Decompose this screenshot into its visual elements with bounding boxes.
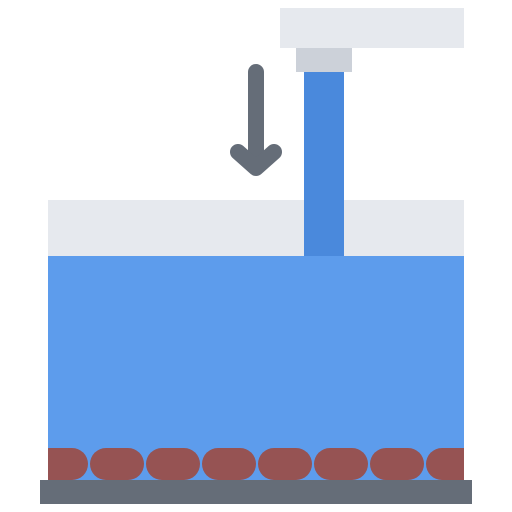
faucet-nozzle	[296, 48, 352, 72]
sediment-segment	[90, 448, 144, 480]
tank-upper-wall	[48, 200, 464, 256]
faucet-bar	[280, 8, 464, 48]
sediment-segment	[202, 448, 256, 480]
sediment-segment	[48, 448, 88, 480]
sediment-segment	[314, 448, 368, 480]
water-body	[48, 256, 464, 480]
sediment-segment	[426, 448, 464, 480]
sediment-layer	[48, 448, 464, 480]
sediment-segment	[370, 448, 424, 480]
down-arrow-icon	[230, 64, 282, 176]
sediment-segment	[146, 448, 200, 480]
tank-base	[40, 480, 472, 504]
water-stream	[304, 72, 344, 256]
sediment-segment	[258, 448, 312, 480]
